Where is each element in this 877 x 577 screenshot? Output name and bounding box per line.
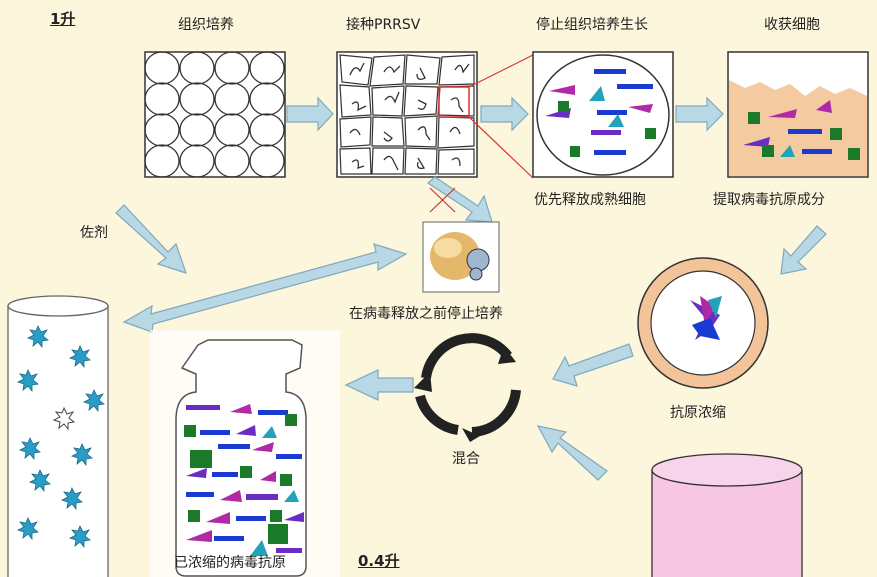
volume-bottom-label: 0.4升 <box>358 552 400 570</box>
stop-growth-label: 停止组织培养生长 <box>536 17 648 33</box>
stopped-growth-panel <box>532 51 674 178</box>
tissue-culture-label: 组织培养 <box>178 17 234 33</box>
tissue-culture-grid <box>144 51 286 178</box>
pink-container <box>651 453 803 577</box>
arrow-grid2-stop <box>480 96 529 132</box>
arrow-grid2-virus <box>427 176 493 223</box>
arrow-harvest-ring <box>780 225 827 275</box>
vaccine-bottle <box>150 330 340 577</box>
harvest-cells-label: 收获细胞 <box>764 17 820 33</box>
antigen-concentrate-label: 抗原浓缩 <box>670 405 726 421</box>
adjuvant-tube <box>7 295 109 577</box>
stop-before-release-label: 在病毒释放之前停止培养 <box>349 306 503 322</box>
arrow-pink-mix <box>536 425 608 481</box>
arrow-ring-mix <box>552 343 634 387</box>
virus-release-image <box>422 221 500 293</box>
adjuvant-label: 佐剂 <box>80 225 108 241</box>
mix-label: 混合 <box>452 451 480 467</box>
arrow-grid1-grid2 <box>286 96 334 132</box>
volume-top-label: 1升 <box>50 10 76 28</box>
arrow-double-long <box>122 243 408 333</box>
arrow-mix-bottle <box>344 369 414 401</box>
mixing-circle <box>414 333 521 442</box>
inoculated-cells-grid <box>336 51 478 178</box>
antigen-concentration-ring <box>637 257 769 389</box>
harvested-cells-panel <box>727 51 869 178</box>
extract-antigen-label: 提取病毒抗原成分 <box>713 192 825 208</box>
inoculate-label: 接种PRRSV <box>346 17 421 33</box>
arrow-adjuvant <box>115 204 187 274</box>
concentrated-antigen-label: 已浓缩的病毒抗原 <box>174 555 286 571</box>
arrow-stop-harvest <box>675 96 724 132</box>
release-mature-label: 优先释放成熟细胞 <box>534 192 646 208</box>
